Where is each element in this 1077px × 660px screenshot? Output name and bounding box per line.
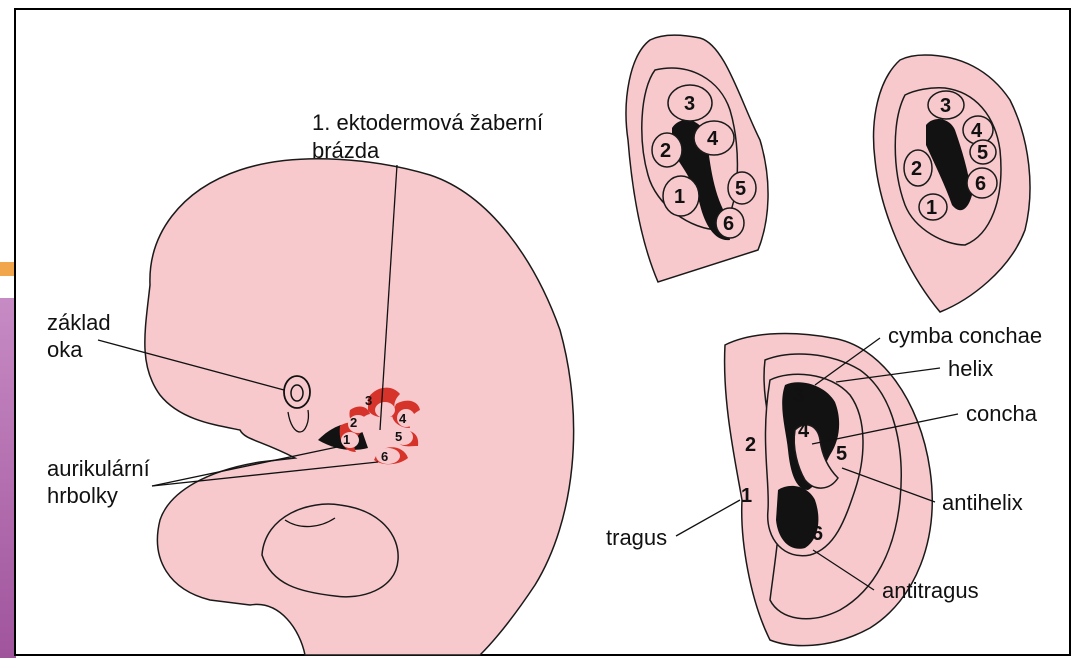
stage-a-num-1: 1 (674, 186, 685, 208)
embryo-hillock-2: 2 (350, 415, 357, 430)
adult-num-2: 2 (745, 434, 756, 456)
stage-b-num-5: 5 (977, 142, 988, 164)
stage-b-num-2: 2 (911, 158, 922, 180)
leader-tragus (676, 500, 740, 536)
embryo-hillock-4: 4 (399, 411, 407, 426)
stage-b-num-4: 4 (971, 120, 983, 142)
ear-stage-b: 3 4 5 6 2 1 (874, 55, 1030, 312)
label-concha: concha (966, 401, 1038, 426)
stage-b-num-1: 1 (926, 197, 937, 219)
stage-a-num-5: 5 (735, 178, 746, 200)
label-antitragus: antitragus (882, 578, 979, 603)
label-tragus: tragus (606, 525, 667, 550)
eye-label-line1: základ (47, 310, 111, 335)
hillocks-label-line1: aurikulární (47, 456, 150, 481)
stage-b-num-6: 6 (975, 173, 986, 195)
stage-a-num-6: 6 (723, 213, 734, 235)
adult-num-5: 5 (836, 443, 847, 465)
hillocks-label-line2: hrbolky (47, 483, 118, 508)
adult-num-4: 4 (798, 420, 810, 442)
label-antihelix: antihelix (942, 490, 1023, 515)
embryo-hillock-5: 5 (395, 429, 402, 444)
embryo-hillock-6: 6 (381, 449, 388, 464)
label-cymba-conchae: cymba conchae (888, 323, 1042, 348)
embryo-hillock-1: 1 (343, 432, 350, 447)
adult-num-3: 3 (793, 385, 804, 407)
embryo-hillock-3: 3 (365, 393, 372, 408)
embryo-drawing: 3 2 4 5 1 6 (145, 159, 574, 655)
eye-label-line2: oka (47, 337, 83, 362)
stage-b-num-3: 3 (940, 95, 951, 117)
label-helix: helix (948, 356, 993, 381)
groove-label-line2: brázda (312, 138, 380, 163)
ear-stage-a: 3 4 2 1 5 6 (626, 35, 768, 282)
groove-label-line1: 1. ektodermová žaberní (312, 110, 543, 135)
stage-a-num-4: 4 (707, 128, 719, 150)
stage-a-num-3: 3 (684, 93, 695, 115)
stage-a-num-2: 2 (660, 140, 671, 162)
adult-num-1: 1 (741, 485, 752, 507)
adult-num-6: 6 (812, 523, 823, 545)
